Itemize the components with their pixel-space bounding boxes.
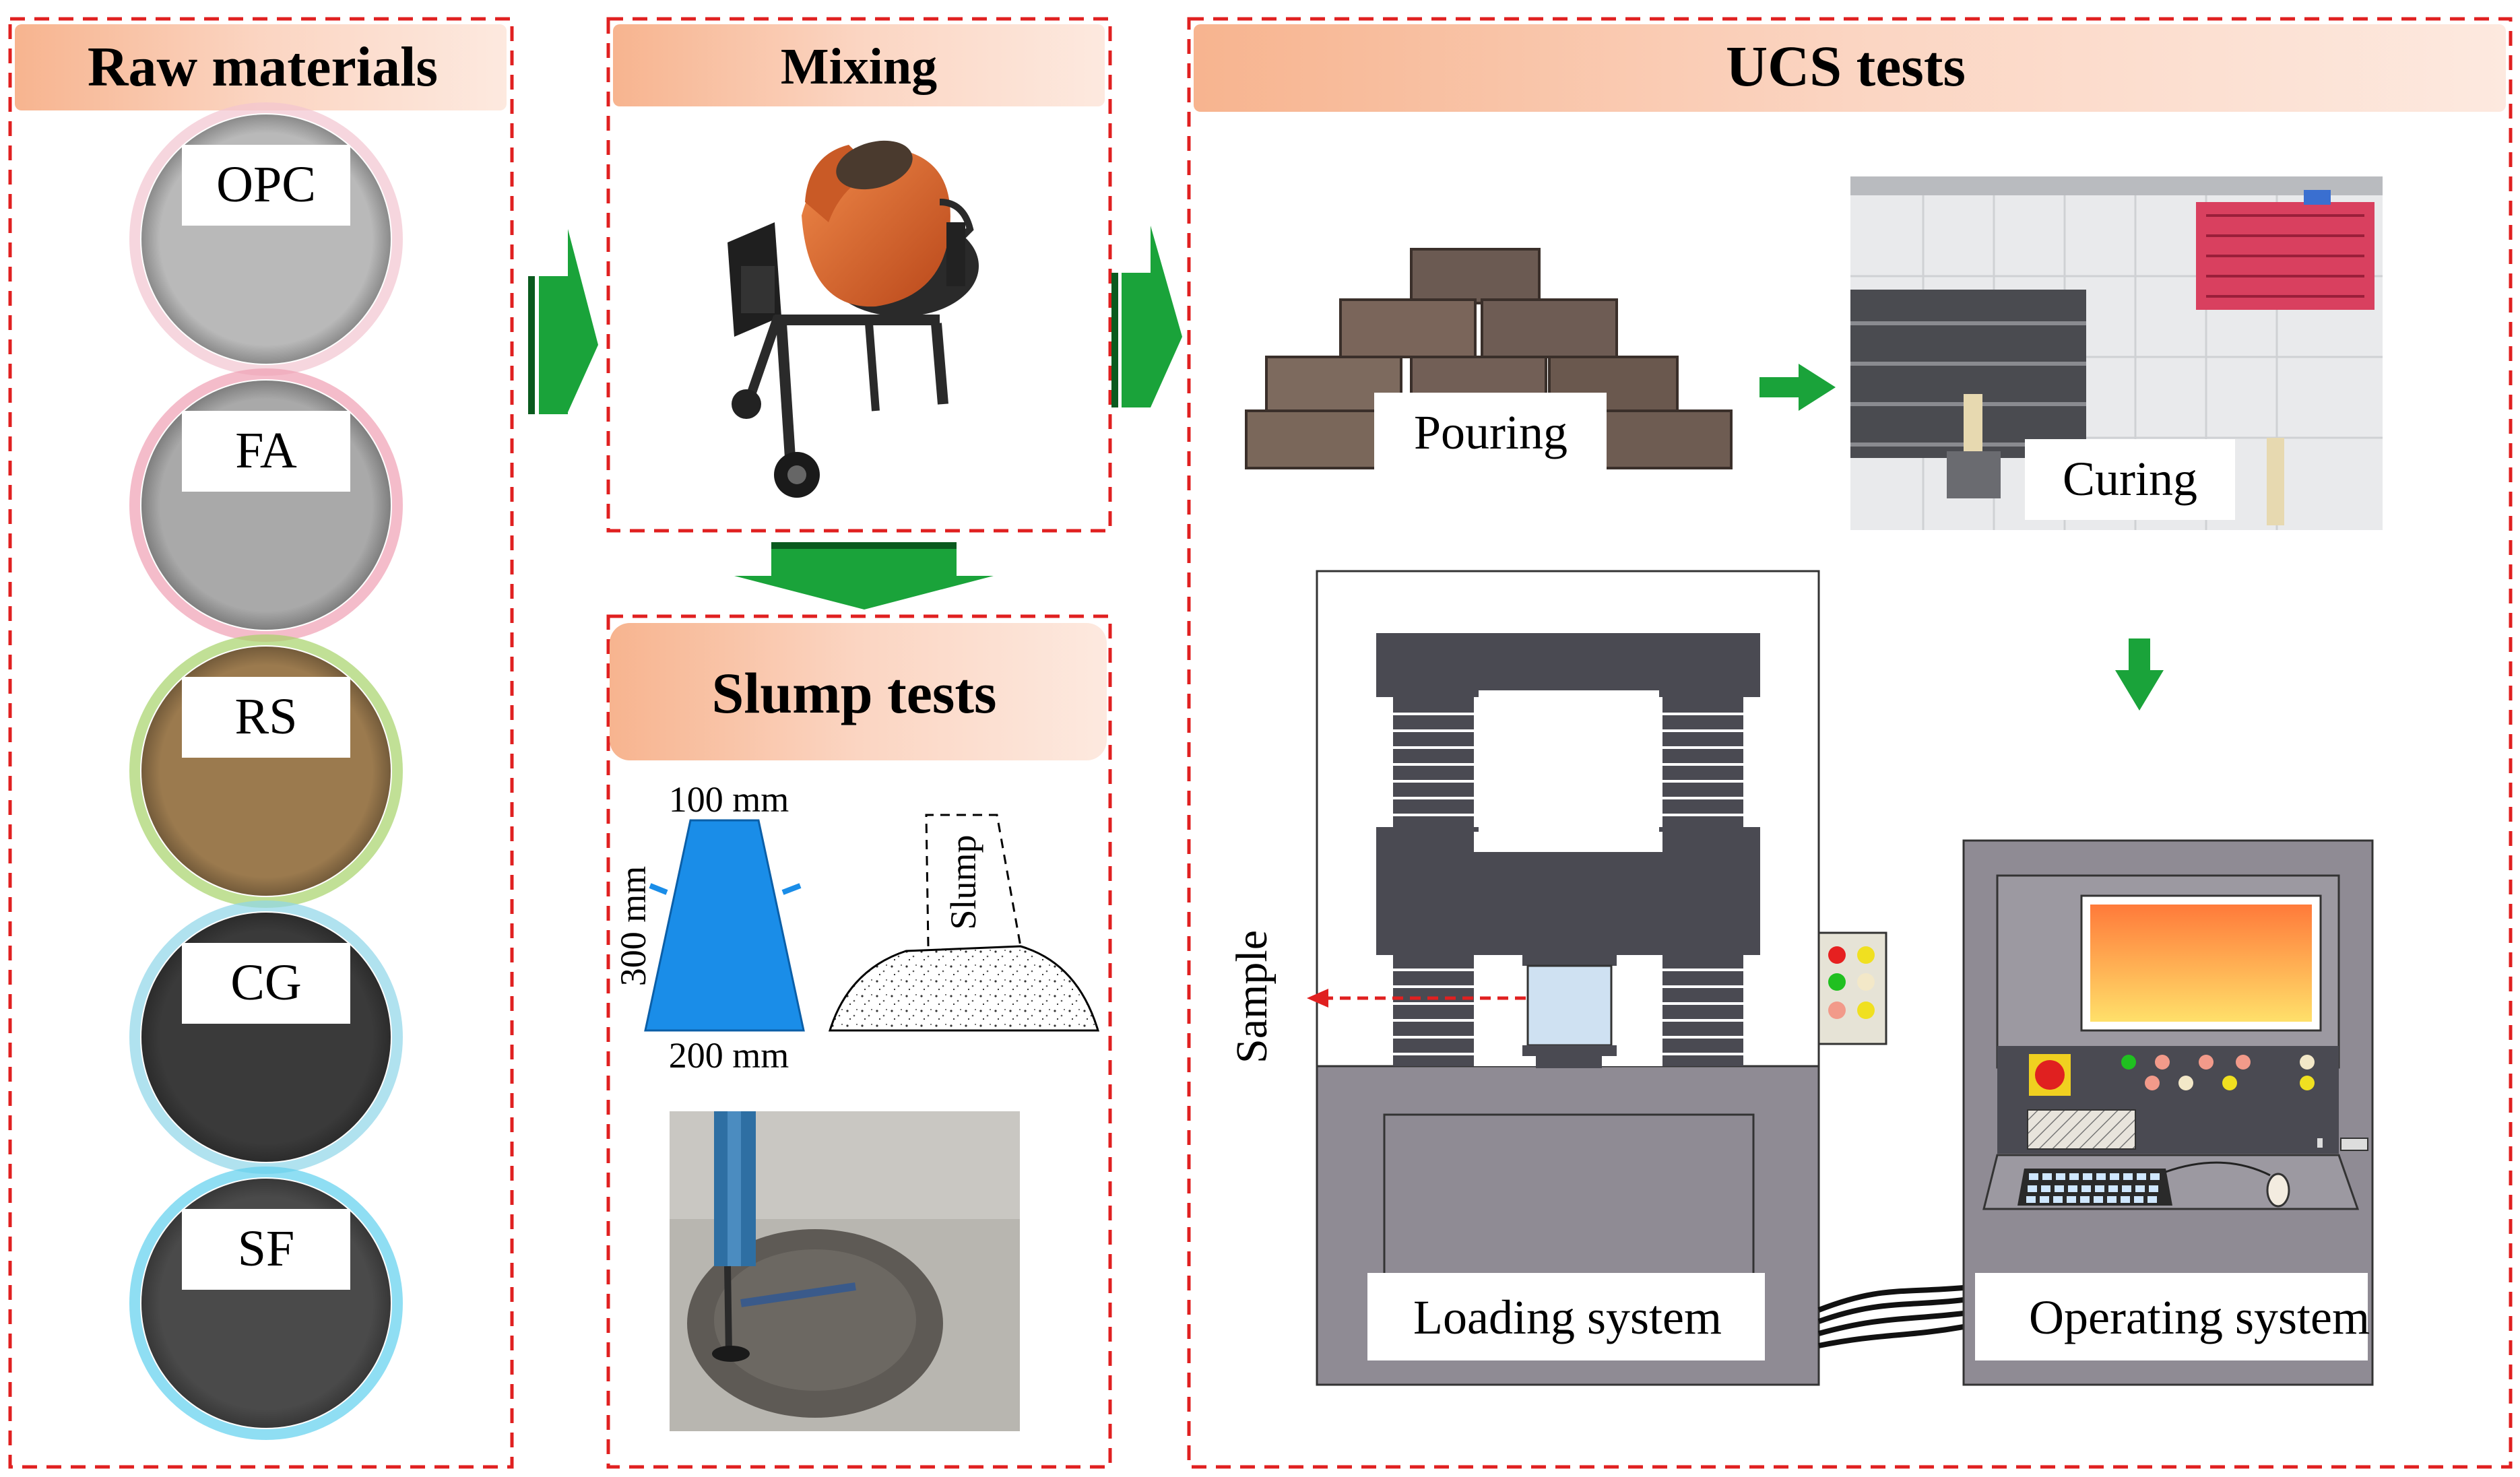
ucs-title: UCS tests [1726, 34, 1966, 98]
slump-border [606, 614, 1112, 1469]
material-rs: RS [129, 634, 403, 908]
arrow-pouring-to-curing [1759, 364, 1836, 411]
material-glow-ring [129, 1167, 403, 1440]
ucs-panel: UCS tests Pouring [1187, 17, 2513, 1469]
top-dimension-label: 100 mm [669, 779, 789, 820]
loading-label-box [1367, 1273, 1765, 1360]
loading-light-panel [1817, 931, 1887, 1045]
material-sf: SF [129, 1167, 403, 1440]
concrete-mixer-image [728, 140, 979, 498]
material-label: OPC [216, 156, 316, 213]
raw-materials-border [8, 17, 514, 1469]
pouring-label: Pouring [1414, 405, 1568, 459]
slumped-concrete-pile [828, 945, 1100, 1032]
material-label-box [182, 1209, 350, 1290]
mouse-icon [2266, 1173, 2290, 1208]
material-label-box [182, 677, 350, 758]
raw-materials-header [15, 24, 507, 110]
bottom-dimension-label: 200 mm [669, 1035, 789, 1076]
slump-cone [644, 819, 805, 1032]
control-indicator-lights [2121, 1055, 2315, 1090]
slump-panel: Slump tests 100 mm 200 mm 300 mm Slump [606, 614, 1112, 1469]
keyboard [2017, 1169, 2172, 1206]
mixing-header [613, 24, 1105, 106]
slumped-concrete-diagram: Slump [828, 814, 1100, 1032]
material-list: OPC FA RS CG SF [129, 102, 403, 1440]
sample-arrow-head [1307, 989, 1328, 1008]
slump-label: Slump [943, 834, 983, 929]
mixing-border [606, 17, 1112, 533]
loading-system: Sample Loading system [1227, 570, 1887, 1386]
material-label: CG [230, 954, 302, 1011]
sample-label: Sample [1227, 930, 1277, 1063]
height-dimension-label: 300 mm [613, 866, 653, 987]
arrow-right-2 [1111, 226, 1182, 407]
arrow-curing-down [2115, 638, 2164, 711]
arrow-down [734, 542, 994, 610]
raw-materials-title: Raw materials [88, 36, 438, 98]
material-label: SF [238, 1220, 295, 1277]
ucs-header [1194, 24, 2506, 112]
arrow-right-1 [528, 229, 598, 414]
mixing-panel: Mixing [606, 17, 1112, 533]
pouring-molds-image: Pouring [1245, 248, 1733, 473]
raw-materials-panel: Raw materials OPC FA RS CG SF [8, 17, 514, 1469]
material-label-box [182, 145, 350, 226]
material-label: RS [235, 688, 298, 745]
slump-title: Slump tests [712, 661, 997, 725]
curing-label-box [2025, 439, 2235, 520]
slump-header [610, 623, 1107, 760]
pouring-label-box [1374, 393, 1607, 473]
material-label-box [182, 943, 350, 1024]
curing-room-image: Curing [1850, 176, 2383, 530]
material-opc: OPC [129, 102, 403, 376]
material-label: FA [235, 422, 297, 479]
material-fa: FA [129, 368, 403, 642]
material-cg: CG [129, 900, 403, 1174]
curing-label: Curing [2063, 452, 2197, 506]
ucs-border [1187, 17, 2513, 1469]
operating-system-label: Operating system [2029, 1290, 2370, 1344]
operating-system: Operating system [1962, 839, 2374, 1386]
slump-test-photo [670, 1111, 1020, 1431]
connection-cables [1817, 1285, 1964, 1348]
loading-system-label: Loading system [1413, 1290, 1722, 1344]
sample-specimen [1526, 964, 1613, 1047]
operating-label-box [1975, 1273, 2368, 1360]
slump-cone-diagram: 100 mm 200 mm 300 mm [613, 779, 805, 1076]
mixing-title: Mixing [781, 38, 937, 95]
material-label-box [182, 411, 350, 492]
